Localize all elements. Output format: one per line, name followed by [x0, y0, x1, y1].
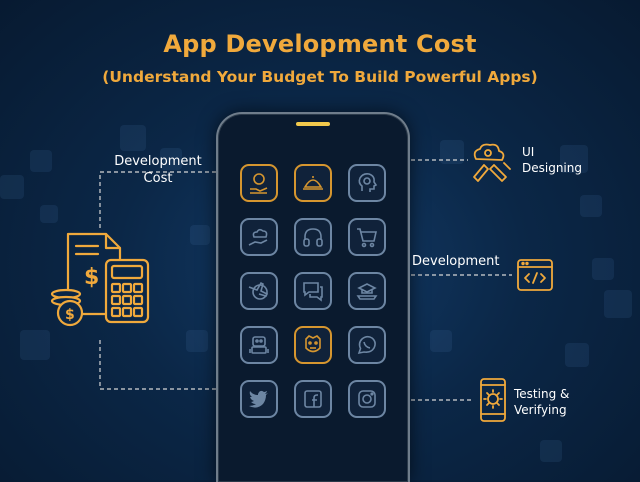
- development-cost-label-line2: Cost: [143, 171, 173, 186]
- airplane-globe-icon: [248, 281, 269, 300]
- bg-square: [430, 330, 452, 352]
- graduation-laptop-icon: [356, 283, 378, 300]
- development-cost-label: Development Cost: [110, 153, 206, 187]
- bg-square: [120, 125, 146, 151]
- line-cost-bottom: [99, 340, 216, 390]
- app-travel[interactable]: [240, 272, 278, 310]
- app-twitter[interactable]: [240, 380, 278, 418]
- app-money-hand[interactable]: [240, 164, 278, 202]
- twitter-icon: [249, 390, 268, 408]
- facebook-icon: [304, 390, 322, 408]
- bg-square: [30, 150, 52, 172]
- bg-square: [592, 258, 614, 280]
- whatsapp-icon: [357, 335, 376, 355]
- money-hand-icon: [250, 173, 268, 194]
- bg-square: [20, 330, 50, 360]
- food-cloche-icon: [303, 176, 323, 190]
- gorilla-icon: [305, 335, 321, 353]
- page-title: App Development Cost: [163, 30, 477, 58]
- cloud-hand-icon: [248, 228, 268, 246]
- app-food-delivery[interactable]: [294, 164, 332, 202]
- instagram-icon: [358, 390, 376, 408]
- app-head-profile[interactable]: [348, 164, 386, 202]
- ui-designing-label-line2: Designing: [522, 161, 582, 175]
- app-whatsapp[interactable]: [348, 326, 386, 364]
- bg-square: [186, 330, 208, 352]
- headphones-icon: [303, 228, 323, 247]
- testing-verifying-label: Testing & Verifying: [514, 386, 569, 418]
- bg-square: [560, 145, 588, 173]
- bg-square: [540, 440, 562, 462]
- app-shopping-cart[interactable]: [348, 218, 386, 256]
- development-label: Development: [412, 254, 500, 269]
- chat-icon: [303, 282, 323, 302]
- app-cloud-hand[interactable]: [240, 218, 278, 256]
- bg-square: [160, 148, 182, 170]
- app-headphones[interactable]: [294, 218, 332, 256]
- app-gorilla[interactable]: [294, 326, 332, 364]
- app-education[interactable]: [348, 272, 386, 310]
- svg-text:$: $: [65, 307, 75, 323]
- svg-text:$: $: [84, 265, 99, 290]
- ui-designing-label: UI Designing: [522, 144, 582, 176]
- ui-designing-label-line1: UI: [522, 145, 535, 159]
- page-subtitle: (Understand Your Budget To Build Powerfu…: [102, 68, 538, 86]
- bg-square: [565, 343, 589, 367]
- development-cost-label-line1: Development: [114, 154, 202, 169]
- testing-verifying-label-line1: Testing &: [514, 387, 570, 401]
- shopping-cart-icon: [357, 228, 377, 248]
- code-window-icon: [517, 259, 553, 291]
- robot-icon: [249, 336, 269, 354]
- app-robot[interactable]: [240, 326, 278, 364]
- bg-square: [40, 205, 58, 223]
- bg-square: [190, 225, 210, 245]
- app-chat[interactable]: [294, 272, 332, 310]
- phone-mockup: [216, 112, 410, 482]
- calculator-invoice-icon: $ $: [50, 232, 150, 327]
- ui-design-tools-icon: [473, 143, 511, 182]
- app-facebook[interactable]: [294, 380, 332, 418]
- bg-square: [580, 195, 602, 217]
- phone-speaker: [296, 122, 330, 126]
- app-instagram[interactable]: [348, 380, 386, 418]
- bg-square: [0, 175, 24, 199]
- line-cost-top: [99, 171, 216, 228]
- bg-square: [604, 290, 632, 318]
- mobile-settings-icon: [480, 378, 506, 422]
- head-profile-icon: [358, 173, 378, 192]
- testing-verifying-label-line2: Verifying: [514, 403, 567, 417]
